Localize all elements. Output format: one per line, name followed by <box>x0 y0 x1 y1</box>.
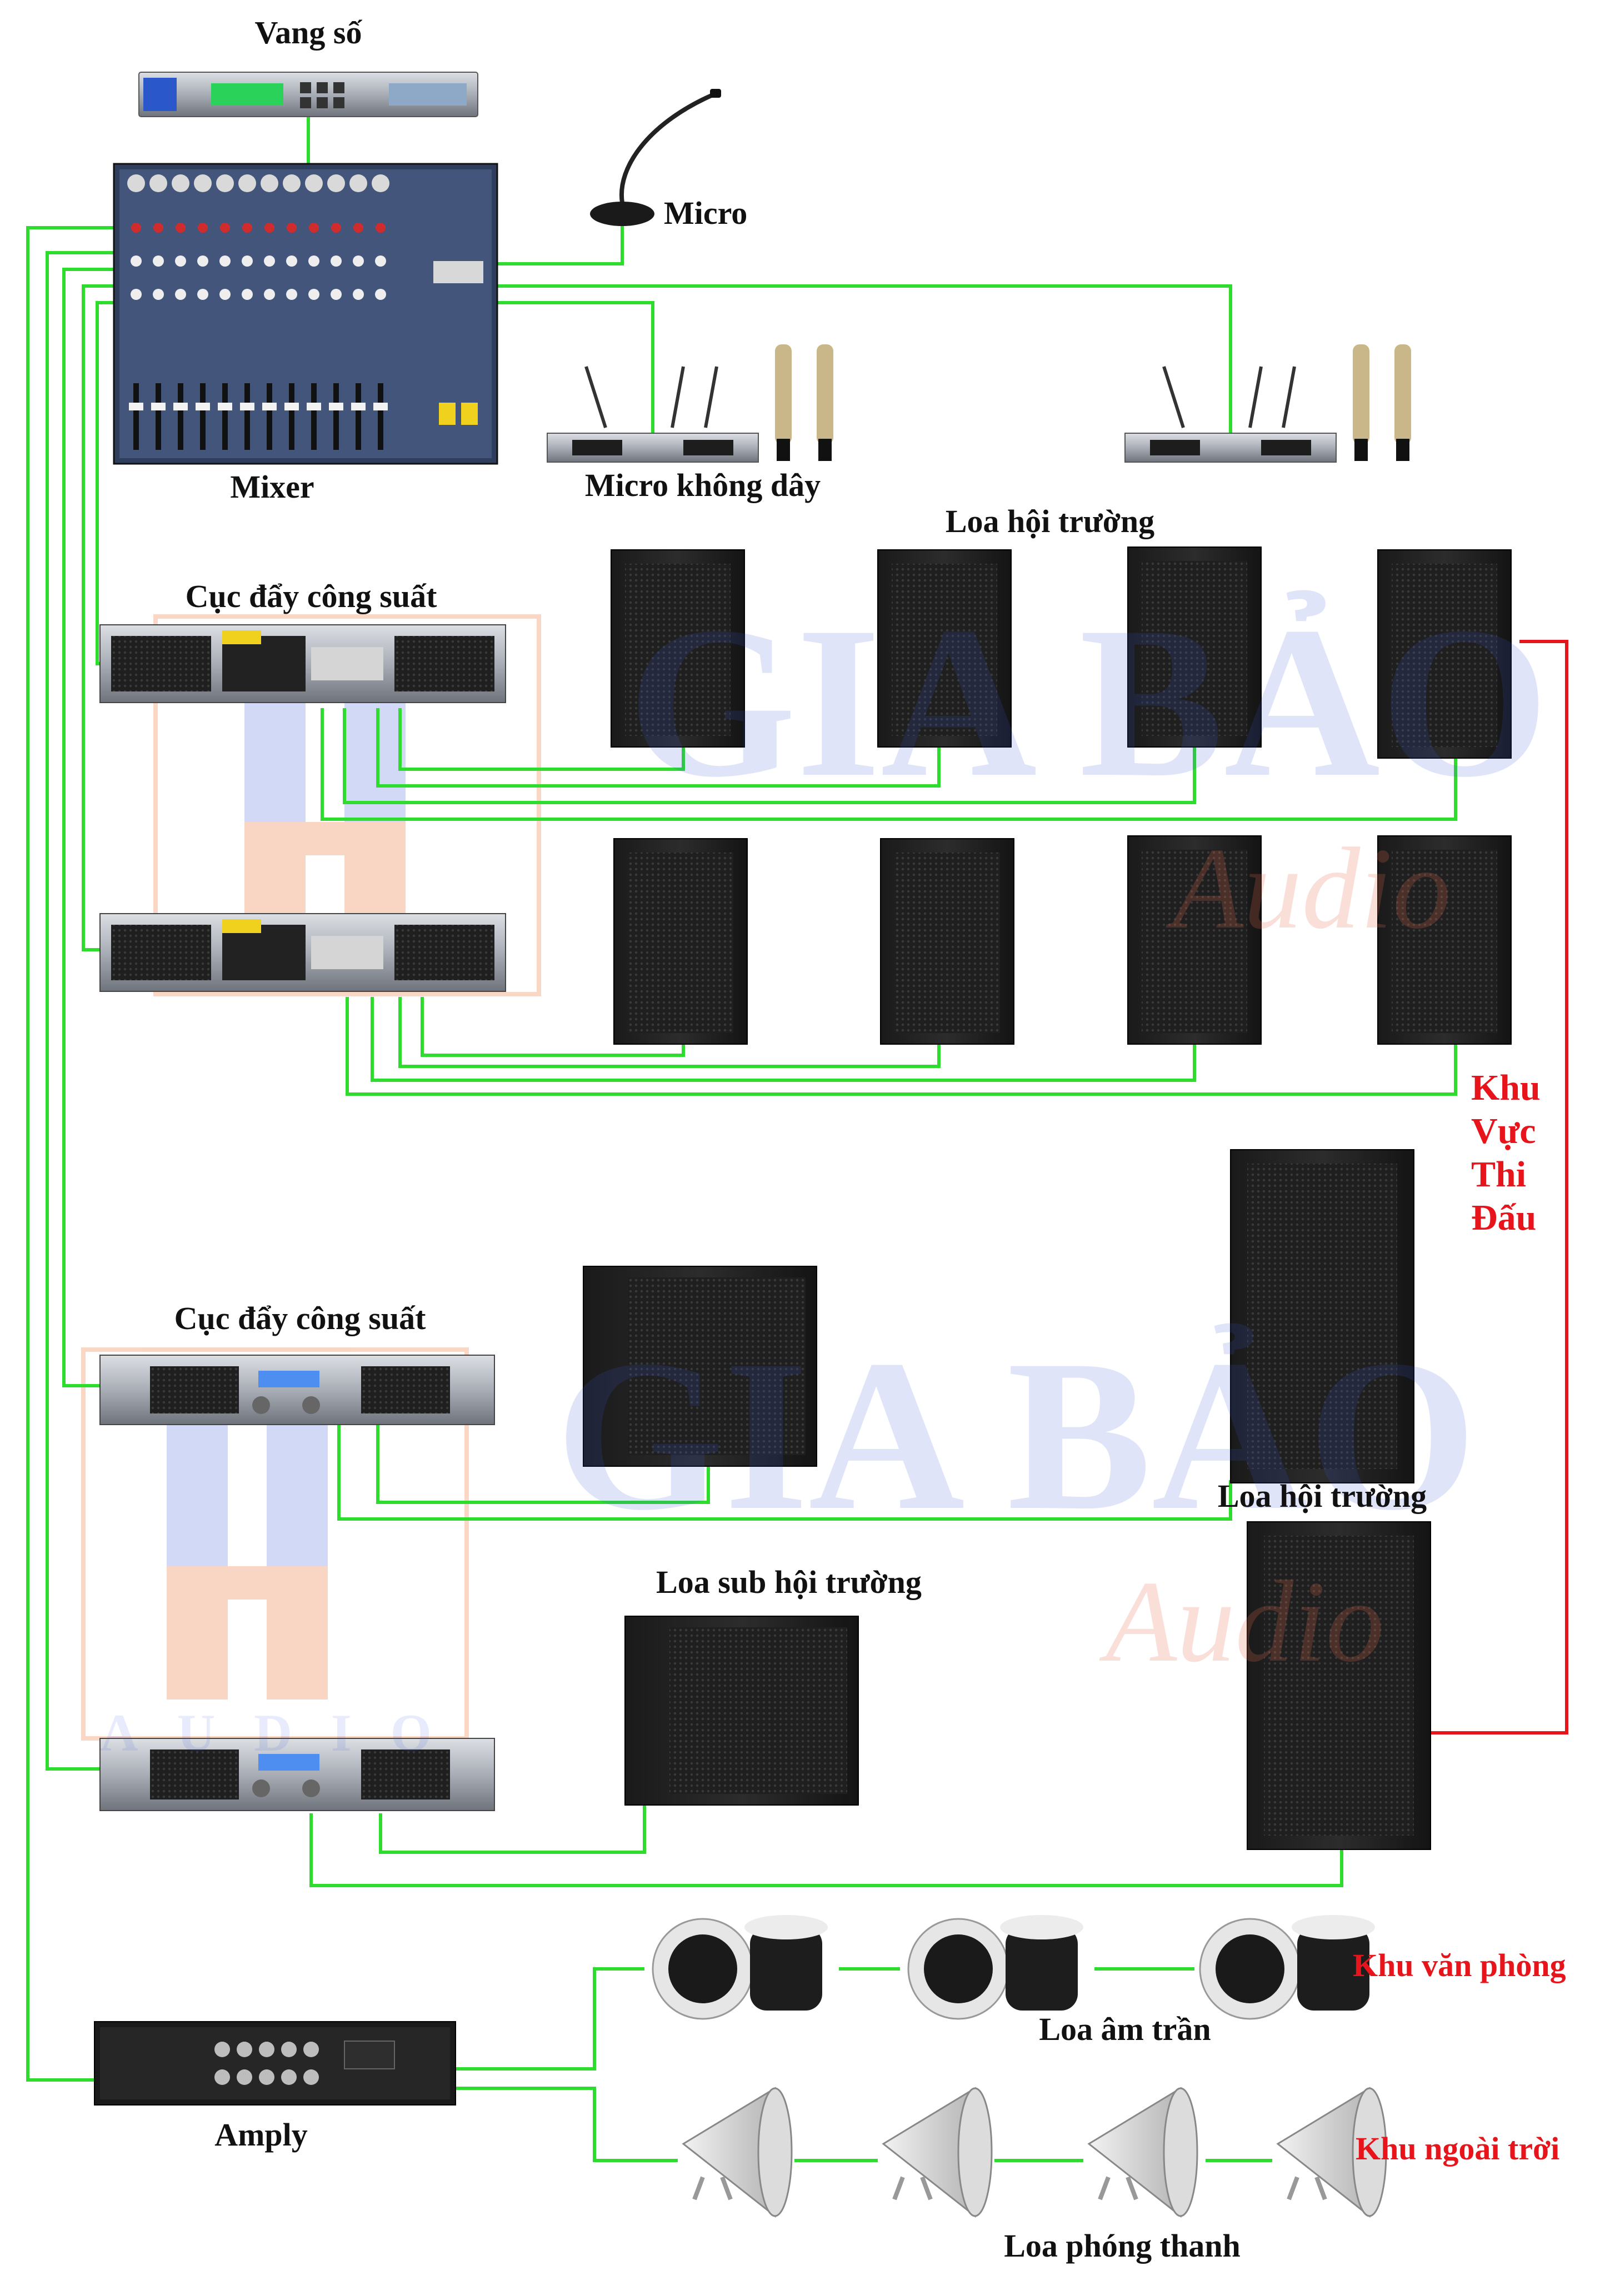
power-amplifier-4 <box>99 1738 495 1811</box>
label-loa-phong-thanh: Loa phóng thanh <box>1004 2228 1241 2264</box>
zone-word-3: Thi <box>1471 1154 1527 1195</box>
tall-speaker-1 <box>1230 1149 1414 1483</box>
power-amplifier-2 <box>99 913 506 992</box>
label-micro: Micro <box>664 195 748 231</box>
label-khu-van-phong: Khu văn phòng <box>1353 1947 1566 1983</box>
label-khu-vuc-thi-dau: Khu Vực Thi Đấu <box>1471 1066 1541 1240</box>
wireless-mic-receiver-1 <box>547 344 833 463</box>
label-amply: Amply <box>214 2117 308 2153</box>
ceiling-speakers <box>652 1915 1375 2020</box>
zone-word-4: Đấu <box>1471 1197 1537 1238</box>
horn-speakers <box>682 2087 1387 2218</box>
label-loa-hoi-truong-mid: Loa hội trường <box>1217 1478 1427 1514</box>
label-cuc-day-1: Cục đẩy công suất <box>185 578 437 614</box>
label-khu-ngoai-troi: Khu ngoài trời <box>1356 2130 1560 2167</box>
tall-speaker-2 <box>1247 1521 1431 1850</box>
label-mixer: Mixer <box>230 469 314 505</box>
mixer-amplifier <box>94 2021 456 2105</box>
label-vang-so: Vang số <box>254 14 362 51</box>
zone-bracket-line <box>1428 640 1568 1734</box>
zone-word-2: Vực <box>1471 1111 1536 1151</box>
label-loa-hoi-truong-top: Loa hội trường <box>945 503 1155 539</box>
cable-network <box>26 117 1457 2162</box>
label-cuc-day-2: Cục đẩy công suất <box>174 1300 426 1336</box>
subwoofer-1 <box>583 1266 817 1467</box>
subwoofer-2 <box>624 1616 859 1806</box>
label-loa-sub: Loa sub hội trường <box>656 1564 922 1600</box>
wireless-mic-receiver-2 <box>1124 344 1411 463</box>
mixer-console <box>113 163 498 465</box>
power-amplifier-3 <box>99 1355 495 1425</box>
gooseneck-microphone <box>590 89 721 226</box>
hall-speakers-row-2 <box>613 835 1512 1045</box>
label-micro-khong-day: Micro không dây <box>584 467 821 503</box>
zone-word-1: Khu <box>1471 1067 1541 1108</box>
power-amplifier-1 <box>99 624 506 703</box>
vang-so-processor <box>138 72 478 117</box>
label-loa-am-tran: Loa âm trần <box>1039 2011 1211 2047</box>
hall-speakers-row-1 <box>611 547 1512 759</box>
